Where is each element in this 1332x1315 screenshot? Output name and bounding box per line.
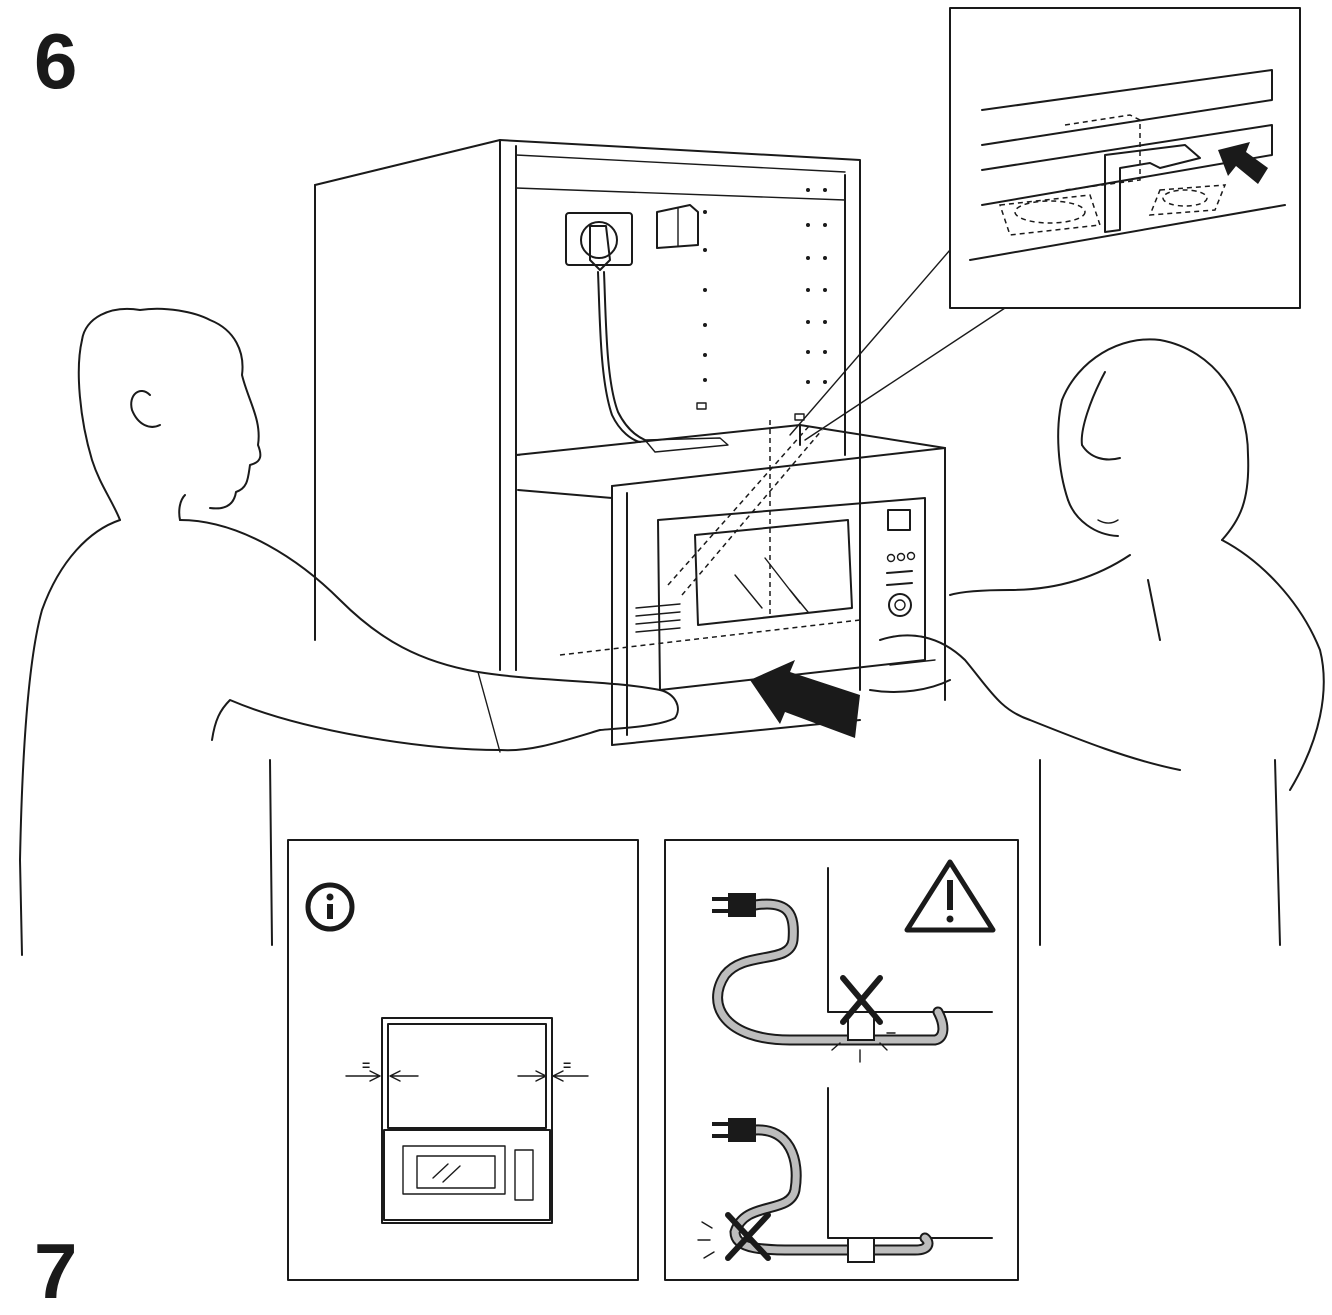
detail-inset: [949, 7, 1301, 309]
microwave-oven: [515, 424, 946, 746]
plug-icon-lower: [712, 1118, 756, 1142]
shelf-pin-holes: [703, 188, 827, 384]
push-direction-arrow: [750, 660, 860, 738]
spacing-mark-left: =: [362, 1057, 370, 1073]
power-cable: [597, 271, 641, 443]
inset-push-arrow: [1218, 142, 1268, 184]
main-illustration: = =: [19, 7, 1325, 1281]
cross-mark-icon-lower: [725, 1212, 771, 1261]
assembly-instruction-page: 6 7: [19, 7, 1325, 1310]
info-icon: [305, 882, 355, 932]
cross-mark-icon: [840, 975, 883, 1025]
warning-triangle-icon: [904, 859, 996, 933]
step-number-current: 6: [34, 17, 78, 105]
info-panel: = =: [287, 839, 639, 1281]
warning-panel: [664, 839, 1019, 1281]
tall-cabinet: [314, 139, 861, 691]
woman-figure: [869, 338, 1325, 946]
wall-socket: [565, 212, 633, 271]
man-figure: [19, 307, 679, 956]
spacing-mark-right: =: [563, 1057, 571, 1073]
plug-icon: [712, 893, 756, 917]
